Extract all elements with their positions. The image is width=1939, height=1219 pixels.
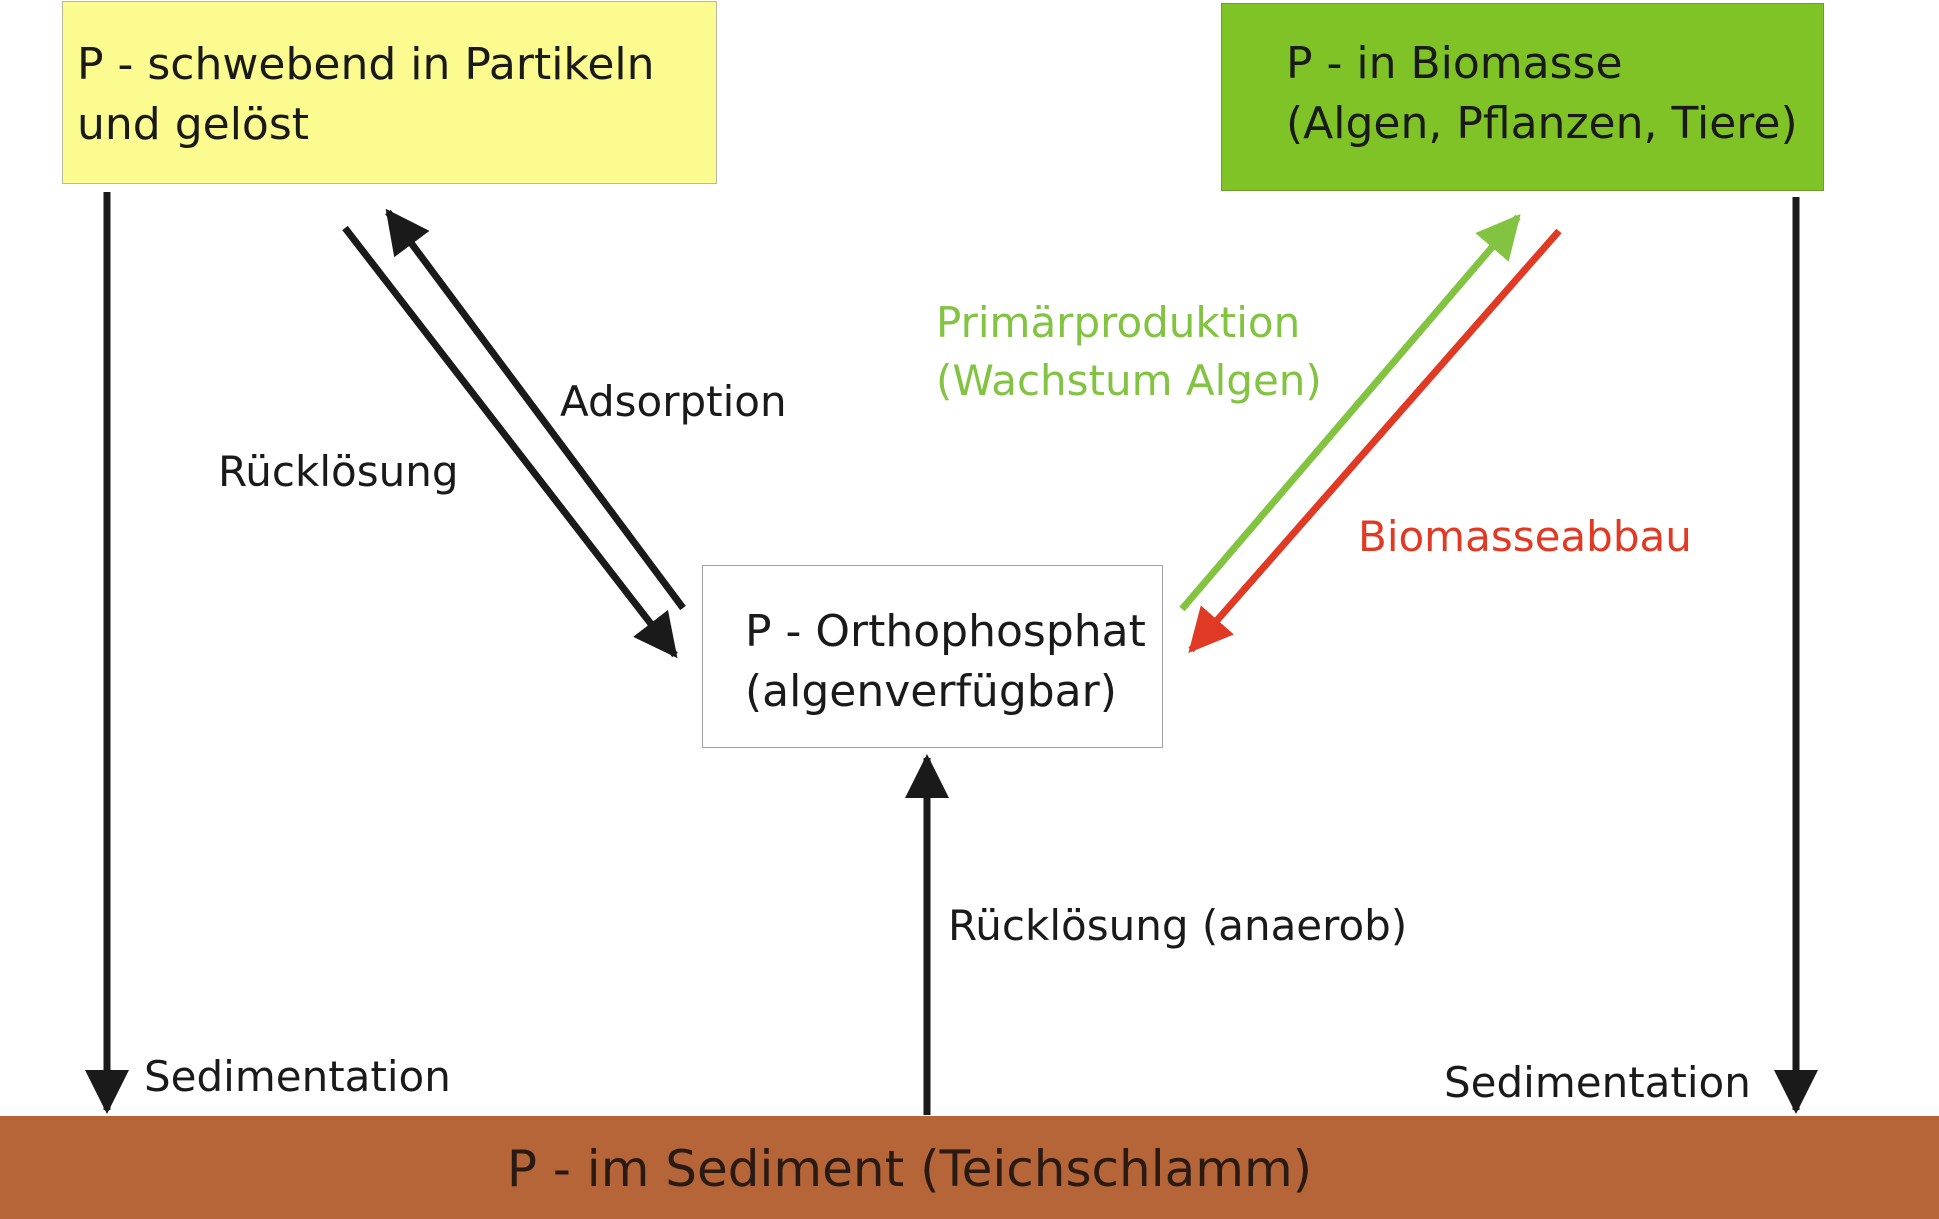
biomass-box-line1: P - in Biomasse <box>1286 38 1623 89</box>
particulate-dissolved-p-box: P - schwebend in Partikeln und gelöst <box>62 1 717 184</box>
orthophosphate-box: P - Orthophosphat (algenverfügbar) <box>702 565 1163 748</box>
sedimentation-right-label: Sedimentation <box>1444 1058 1751 1107</box>
anaerobic-redissolution-label: Rücklösung (anaerob) <box>948 901 1408 950</box>
sediment-label: P - im Sediment (Teichschlamm) <box>506 1140 1313 1198</box>
adsorption-arrow <box>385 208 686 611</box>
sedimentation-left-label: Sedimentation <box>144 1052 451 1101</box>
biomass-decomposition-label: Biomasseabbau <box>1358 512 1692 561</box>
primary-production-arrow <box>1179 213 1521 612</box>
particulate-box-line2: und gelöst <box>77 99 310 150</box>
biomass-decomposition-arrow <box>1188 228 1562 654</box>
biomass-p-box: P - in Biomasse (Algen, Pflanzen, Tiere) <box>1221 3 1824 191</box>
adsorption-label: Adsorption <box>560 377 787 426</box>
orthophosphate-box-line2: (algenverfügbar) <box>745 666 1117 717</box>
redissolution-arrow <box>342 225 678 659</box>
primary-production-label-line1: Primärproduktion <box>936 298 1301 347</box>
redissolution-label: Rücklösung <box>218 447 459 496</box>
sediment-band: P - im Sediment (Teichschlamm) <box>0 1116 1939 1219</box>
primary-production-label-line2: (Wachstum Algen) <box>936 356 1322 405</box>
orthophosphate-box-line1: P - Orthophosphat <box>745 606 1146 657</box>
biomass-box-line2: (Algen, Pflanzen, Tiere) <box>1286 98 1798 149</box>
particulate-box-line1: P - schwebend in Partikeln <box>77 39 655 90</box>
